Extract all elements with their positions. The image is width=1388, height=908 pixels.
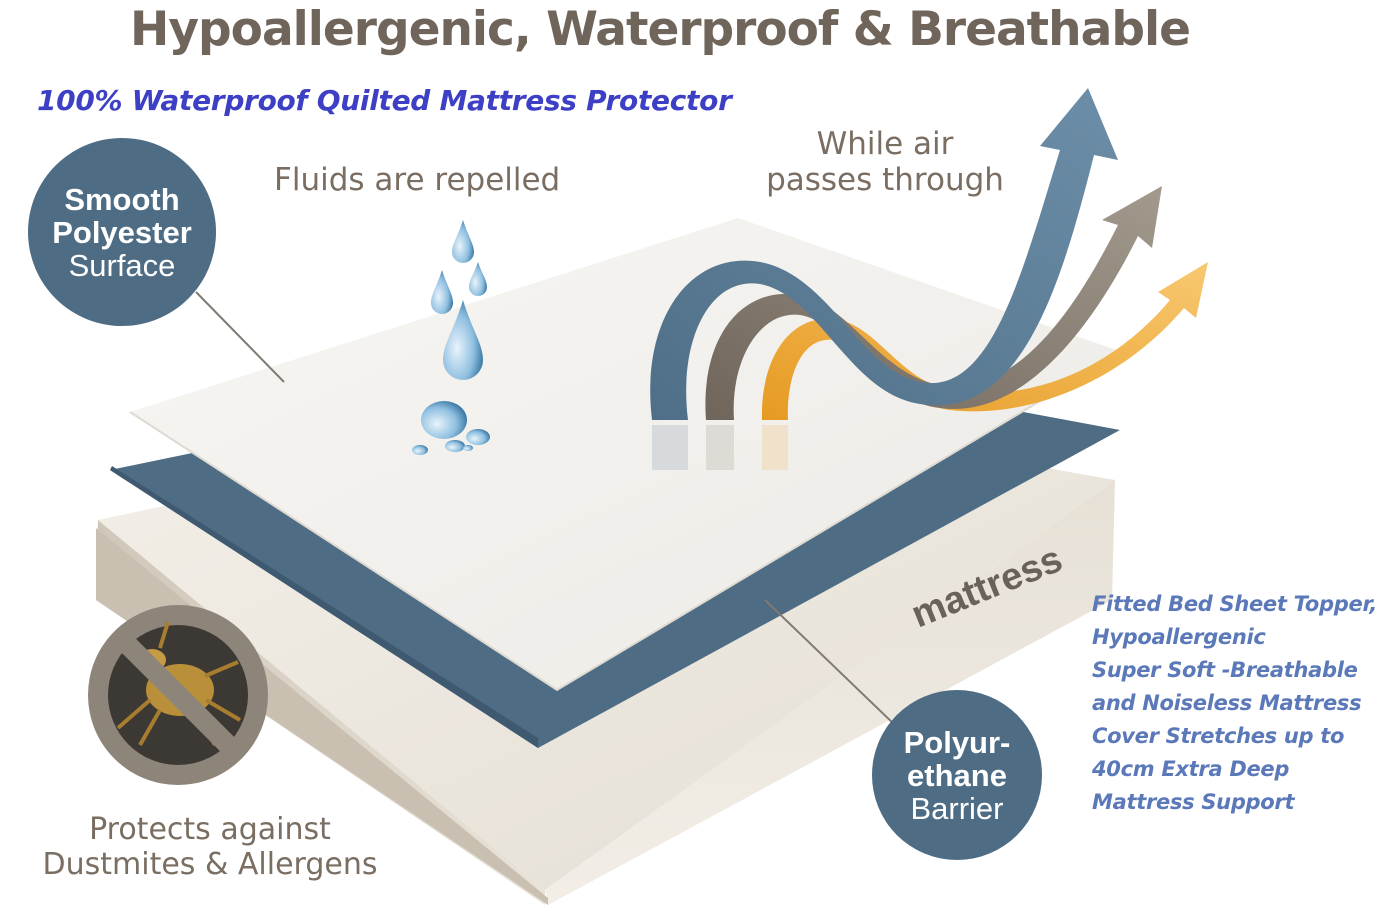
description-line: Hypoallergenic: [1092, 625, 1266, 649]
air-callout: While air passes through: [760, 126, 1010, 198]
polyester-sheet: [129, 218, 1123, 692]
smooth-polyester-badge: Smooth Polyester Surface: [28, 138, 216, 326]
page-title: Hypoallergenic, Waterproof & Breathable: [130, 2, 1191, 57]
poly-callout-line: [764, 599, 897, 727]
description-line: and Noiseless Mattress: [1092, 691, 1362, 715]
smooth-callout-line: [195, 291, 285, 383]
poly-badge-line2: ethane: [907, 757, 1007, 793]
page-subtitle: 100% Waterproof Quilted Mattress Protect…: [37, 84, 732, 117]
description-line: Super Soft -Breathable: [1092, 658, 1358, 682]
fluids-callout: Fluids are repelled: [274, 162, 561, 198]
poly-badge-line3: Barrier: [910, 790, 1004, 826]
dust-mite-prohibited-icon: [88, 605, 268, 785]
smooth-badge-line3: Surface: [68, 247, 176, 283]
smooth-badge-line2: Polyester: [52, 214, 192, 250]
polyurethane-barrier-badge: Polyur- ethane Barrier: [872, 690, 1042, 860]
protects-callout-line1: Protects against: [89, 812, 331, 847]
protects-callout-line2: Dustmites & Allergens: [42, 847, 378, 882]
protects-callout: Protects against Dustmites & Allergens: [40, 812, 380, 882]
smooth-badge-line1: Smooth: [64, 181, 180, 217]
description-line: Cover Stretches up to: [1092, 724, 1345, 748]
description-line: 40cm Extra Deep: [1092, 757, 1290, 781]
water-drop-icon: [412, 220, 490, 455]
air-callout-line2: passes through: [766, 162, 1004, 198]
air-callout-line1: While air: [816, 126, 954, 162]
product-description: Fitted Bed Sheet Topper, Hypoallergenic …: [1092, 588, 1382, 819]
description-line: Mattress Support: [1092, 790, 1295, 814]
air-arrow-icon: [650, 88, 1208, 470]
poly-badge-line1: Polyur-: [903, 724, 1011, 760]
description-line: Fitted Bed Sheet Topper,: [1092, 592, 1378, 616]
